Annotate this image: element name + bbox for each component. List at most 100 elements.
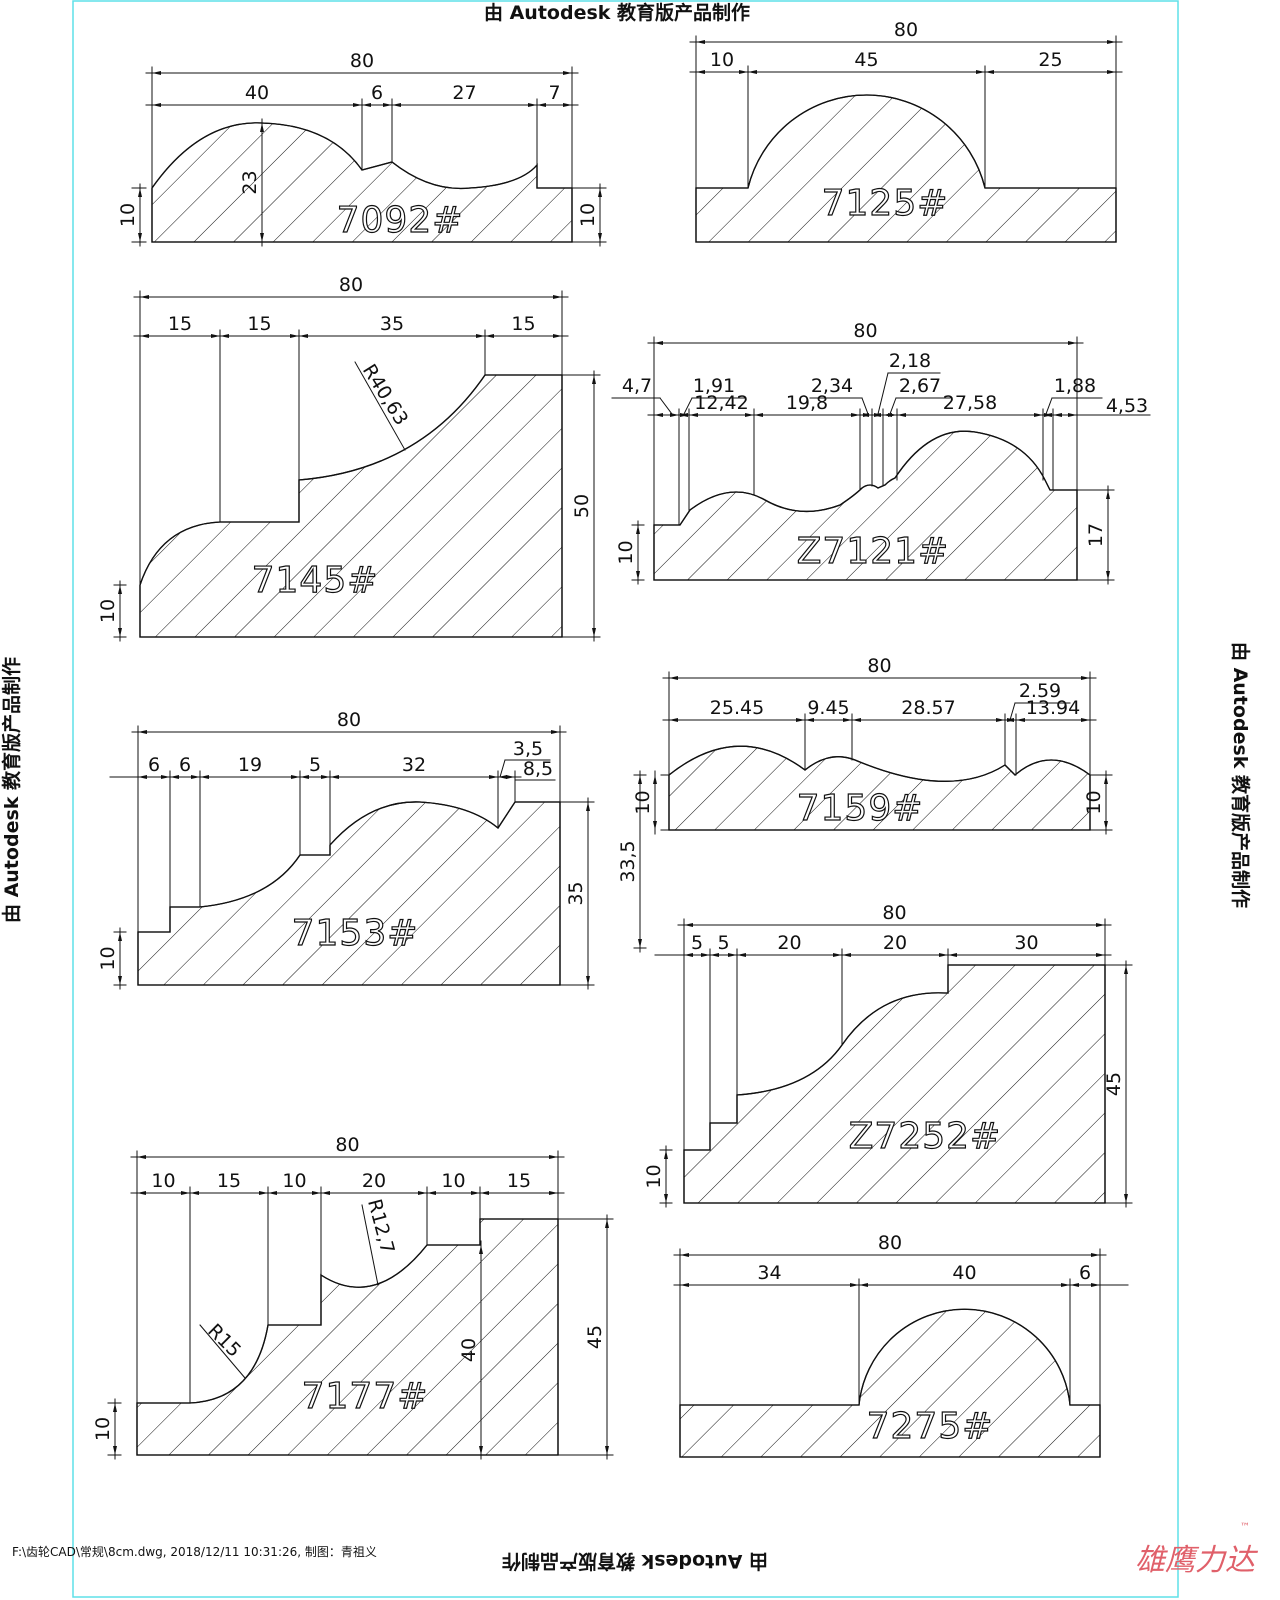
molding-outline [679, 1308, 1101, 1458]
dimension-line [659, 397, 673, 415]
dimension-value: 3,5 [513, 738, 543, 760]
arrow-tick [636, 571, 640, 580]
arrow-tick [190, 1191, 199, 1195]
arrow-tick [118, 628, 122, 637]
arrow-tick [976, 70, 985, 74]
watermark-bottom: 由 Autodesk 教育版产品制作 [502, 1550, 768, 1573]
arrow-tick [664, 1194, 668, 1203]
arrow-tick [888, 413, 897, 417]
dimension-value: 10 [632, 790, 654, 814]
dimension-value: 27,58 [943, 392, 997, 414]
arrow-tick [1096, 953, 1105, 957]
molding-outline [695, 94, 1117, 243]
dimension-value: 10 [643, 1164, 665, 1188]
height-dimension [559, 797, 595, 990]
arrow-tick [118, 976, 122, 985]
arrow-tick [480, 1191, 489, 1195]
segment-dimensions [131, 770, 522, 933]
arrow-tick [1106, 490, 1110, 499]
arrow-tick [739, 70, 748, 74]
dimension-value: 40 [458, 1338, 480, 1362]
arrow-tick [506, 775, 515, 779]
arrow-tick [664, 1150, 668, 1159]
radius-value: R12,7 [363, 1197, 399, 1256]
profile-label: 7125# [822, 183, 949, 224]
arrow-tick [850, 1283, 859, 1287]
dimension-value: 80 [350, 50, 374, 72]
dimension-line [499, 759, 506, 778]
arrow-tick [1104, 821, 1108, 830]
arrow-tick [638, 939, 642, 948]
dimension-value: 27 [452, 82, 476, 104]
segment-dimensions [133, 329, 569, 586]
segment-dimensions [673, 1278, 1107, 1406]
dimension-line [1045, 397, 1053, 415]
arrow-tick [290, 334, 299, 338]
arrow-tick [563, 103, 572, 107]
dimension-value: 25 [1038, 49, 1062, 71]
radius-value: R40,63 [358, 360, 412, 429]
segment-dimensions [145, 98, 579, 189]
arrow-tick [1081, 718, 1090, 722]
dimension-value: 15 [217, 1170, 241, 1192]
arrow-tick [605, 1219, 609, 1228]
arrow-tick [140, 334, 149, 338]
arrow-tick [852, 718, 861, 722]
dimension-value: 50 [571, 494, 593, 518]
dimension-value: 80 [894, 19, 918, 41]
arrow-tick [1124, 965, 1128, 974]
arrow-tick [1124, 1194, 1128, 1203]
arrow-tick [653, 775, 657, 784]
arrow-tick [586, 802, 590, 811]
arrow-tick [1106, 571, 1110, 580]
arrow-tick [897, 413, 906, 417]
arrow-tick [592, 628, 596, 637]
base-dimension [113, 927, 127, 990]
dimension-value: 32 [402, 754, 426, 776]
arrow-tick [268, 1191, 277, 1195]
dimension-value: 40 [952, 1262, 976, 1284]
dimension-value: 10 [615, 540, 637, 564]
arrow-tick [948, 953, 957, 957]
logo-text: 雄鹰力达 [1135, 1543, 1259, 1578]
arrow-tick [842, 953, 851, 957]
dimension-value: 10 [1083, 790, 1105, 814]
dimension-value: 35 [565, 881, 587, 905]
arrow-tick [485, 334, 494, 338]
segment-dimensions [689, 65, 1123, 189]
arrow-tick [737, 953, 746, 957]
arrow-tick [140, 295, 149, 299]
arrow-tick [118, 932, 122, 941]
profile-label: Z7252# [849, 1116, 1001, 1157]
dimension-value: 9.45 [807, 697, 849, 719]
height-dimension [561, 370, 601, 642]
arrow-tick [549, 1191, 558, 1195]
radius-leader [354, 361, 406, 451]
dimension-value: 80 [882, 902, 906, 924]
dimension-value: 1,88 [1054, 375, 1096, 397]
dimension-value: 80 [853, 320, 877, 342]
inner-height-dimension [479, 1240, 483, 1460]
dimension-value: 10 [117, 203, 139, 227]
arrow-tick [471, 1191, 480, 1195]
height-dimension [260, 118, 264, 247]
dimension-value: 6 [1079, 1262, 1091, 1284]
arrow-tick [833, 953, 842, 957]
arrow-tick [710, 953, 719, 957]
dimension-value: 15 [511, 313, 535, 335]
base-dimension [631, 520, 645, 585]
arrow-tick [598, 188, 602, 197]
dimension-value: 5 [717, 932, 729, 954]
arrow-tick [1061, 1283, 1070, 1287]
dimension-value: 2,34 [811, 375, 853, 397]
arrow-tick [353, 103, 362, 107]
segment-dimensions [130, 1186, 565, 1404]
dimension-value: 45 [584, 1325, 606, 1349]
dimension-value: 4,7 [622, 375, 652, 397]
arrow-tick [748, 70, 757, 74]
profile-label: 7177# [302, 1376, 429, 1417]
dimension-value: 20 [777, 932, 801, 954]
dimension-value: 10 [151, 1170, 175, 1192]
arrow-tick [138, 775, 147, 779]
